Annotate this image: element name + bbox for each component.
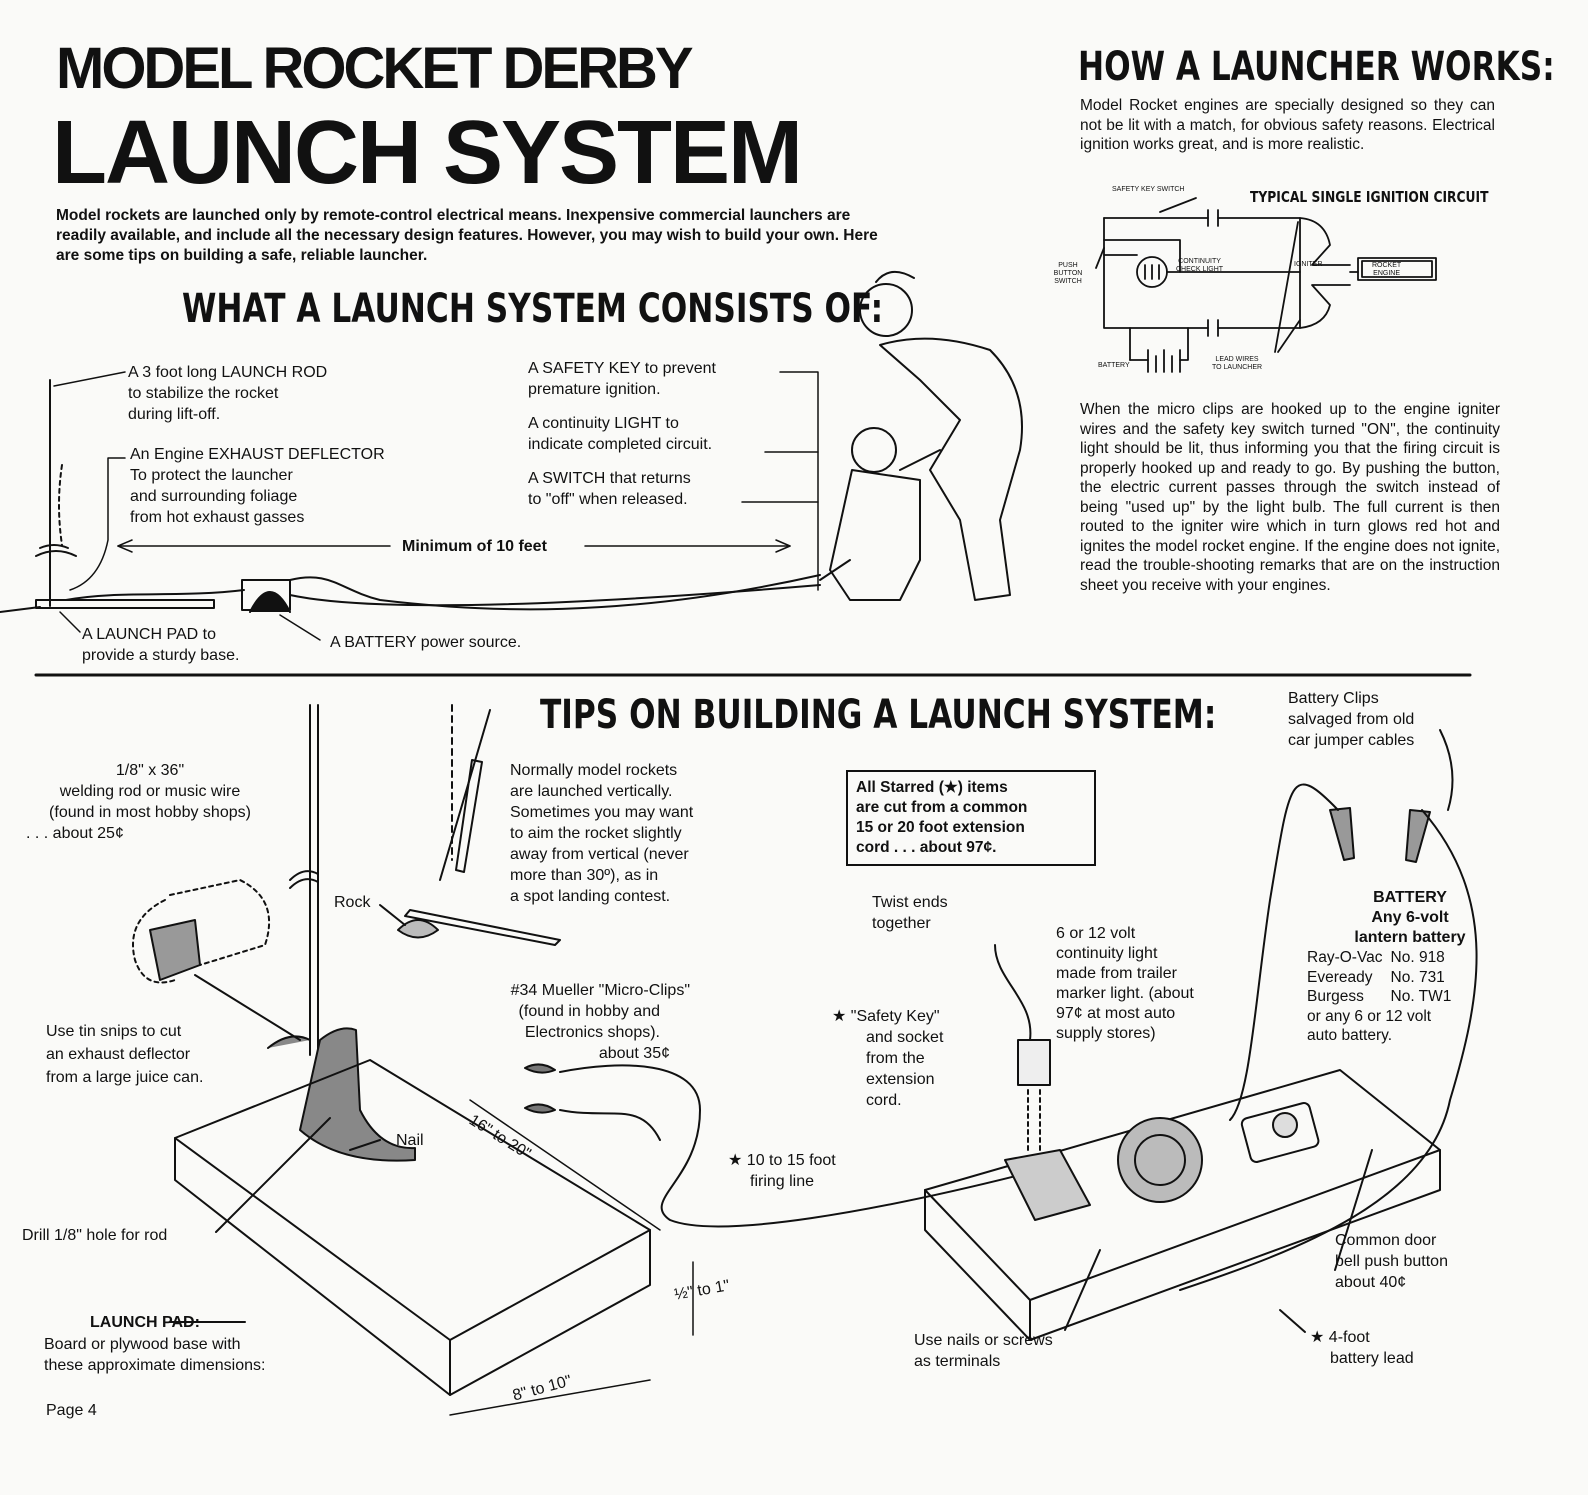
intro-text: Model rockets are launched only by remot…: [56, 207, 878, 264]
circuit-rocket-engine: ROCKET ENGINE: [1372, 262, 1402, 277]
battery-title: BATTERY Any 6-volt lantern battery: [1354, 889, 1466, 946]
tin-snips-label: Use tin snips to cut an exhaust deflecto…: [46, 1023, 204, 1086]
launch-pad-label: A LAUNCH PAD to provide a sturdy base.: [82, 626, 240, 664]
circuit-lead-wires: LEAD WIRES TO LAUNCHER: [1212, 356, 1263, 371]
page-title: LAUNCH SYSTEM: [52, 103, 803, 203]
micro-clips-label: #34 Mueller "Micro-Clips" (found in hobb…: [510, 982, 690, 1062]
circuit-igniter: IGNITER: [1294, 261, 1323, 268]
circuit-push-button: PUSH BUTTON SWITCH: [1053, 262, 1083, 285]
vertical-note: Normally model rockets are launched vert…: [510, 762, 694, 905]
brand-title: MODEL ROCKET DERBY: [56, 36, 694, 101]
leaders-top: [53, 371, 819, 641]
rod-spec-label: 1/8" x 36" welding rod or music wire (fo…: [26, 762, 251, 842]
continuity-light-tip: 6 or 12 volt continuity light made from …: [1056, 925, 1194, 1042]
consists-heading: WHAT A LAUNCH SYSTEM CONSISTS OF:: [182, 286, 884, 332]
switch-label: A SWITCH that returns to "off" when rele…: [528, 470, 691, 508]
battery-lead-label: ★ 4-foot battery lead: [1310, 1329, 1414, 1367]
twist-ends-label: Twist ends together: [872, 894, 948, 932]
distance-label: Minimum of 10 feet: [398, 536, 551, 557]
firing-line: [524, 1063, 1021, 1228]
rock-label: Rock: [334, 894, 371, 911]
circuit-safety-key: SAFETY KEY SWITCH: [1112, 186, 1185, 193]
launcher-sketch: [0, 379, 215, 613]
starred-items-note: All Starred (★) items are cut from a com…: [846, 770, 1096, 866]
tips-launch-pad: [132, 704, 694, 1416]
firing-line-label: ★ 10 to 15 foot firing line: [728, 1152, 836, 1190]
battery-clips-label: Battery Clips salvaged from old car jump…: [1288, 690, 1415, 749]
circuit-continuity: CONTINUITY CHECK LIGHT: [1176, 258, 1224, 273]
door-bell-label: Common door bell push button about 40¢: [1335, 1232, 1448, 1291]
drill-label: Drill 1/8" hole for rod: [22, 1227, 168, 1244]
continuity-light-label: A continuity LIGHT to indicate completed…: [528, 415, 713, 453]
exhaust-deflector-label: An Engine EXHAUST DEFLECTOR To protect t…: [130, 446, 385, 526]
nails-terminals-label: Use nails or screws as terminals: [914, 1332, 1053, 1370]
launch-pad-title: LAUNCH PAD:: [90, 1314, 200, 1331]
battery-clips-sketch: [1064, 729, 1478, 1333]
safety-key-label: A SAFETY KEY to prevent premature igniti…: [528, 360, 716, 398]
wires-top: [65, 574, 821, 611]
circuit-title: TYPICAL SINGLE IGNITION CIRCUIT: [1250, 188, 1489, 206]
circuit-battery: BATTERY: [1098, 362, 1130, 369]
battery-source-label: A BATTERY power source.: [330, 634, 522, 651]
safety-key-tip: ★ "Safety Key" and socket from the exten…: [832, 1008, 944, 1109]
nail-label: Nail: [396, 1132, 424, 1149]
how-body: When the micro clips are hooked up to th…: [1080, 401, 1500, 594]
people-sketch: [819, 271, 1023, 601]
control-box: [924, 944, 1441, 1341]
launch-pad-desc: Board or plywood base with these approxi…: [44, 1336, 266, 1374]
battery-sketch: [241, 579, 291, 613]
tips-heading: TIPS ON BUILDING A LAUNCH SYSTEM:: [540, 692, 1217, 738]
ignition-circuit: [1095, 197, 1437, 373]
how-intro: Model Rocket engines are specially desig…: [1080, 97, 1495, 153]
page-number: Page 4: [46, 1402, 97, 1419]
launch-rod-label: A 3 foot long LAUNCH ROD to stabilize th…: [128, 364, 328, 423]
how-heading: HOW A LAUNCHER WORKS:: [1078, 44, 1555, 90]
